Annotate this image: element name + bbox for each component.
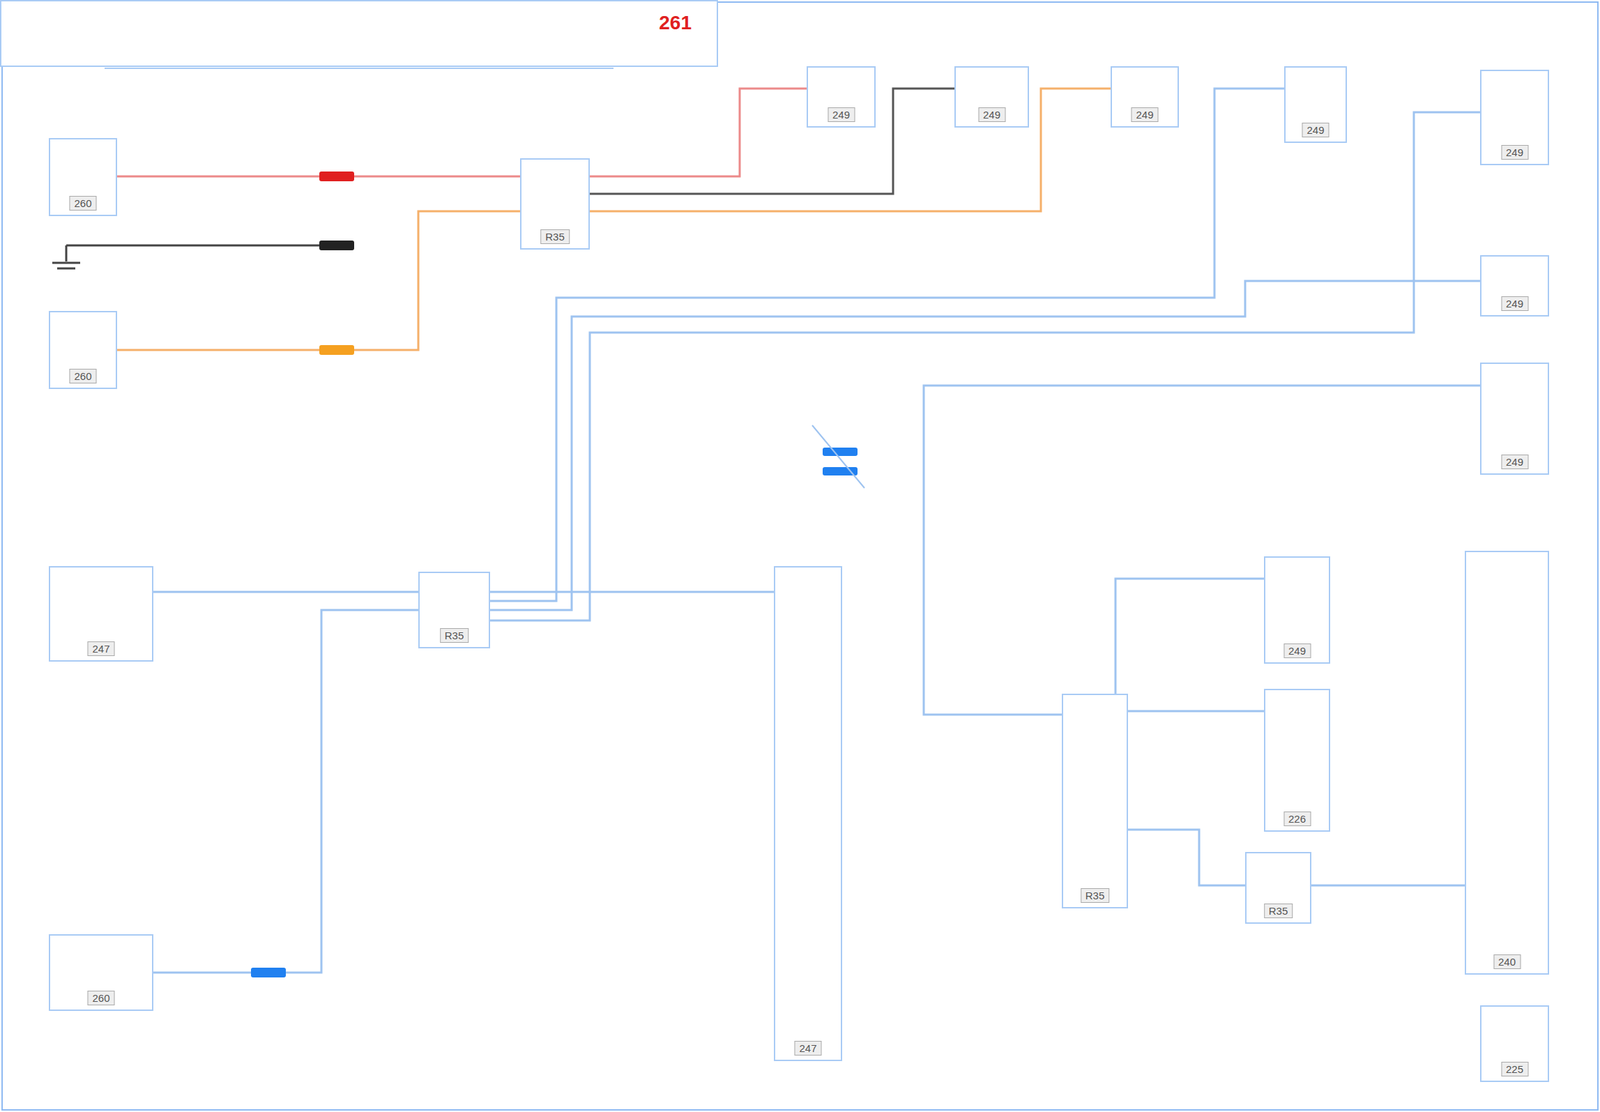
component-box: R35 [1245,851,1312,924]
component-box: 249 [1110,66,1179,128]
component-box: 260 [48,138,118,217]
wire [589,88,807,177]
component-code: 249 [827,107,855,123]
wire [117,175,521,178]
component-code: 249 [1501,296,1529,311]
component-box: R35 [418,571,491,649]
title-block: 261 [0,0,719,67]
component-box: 260 [48,934,154,1011]
wire [1311,884,1465,887]
component-code: R35 [1263,903,1294,919]
wire [490,88,1285,601]
wire [153,591,419,594]
component-code: 260 [87,990,115,1006]
wire [1115,578,1264,694]
component-code: 225 [1501,1061,1529,1077]
wire [589,88,955,194]
component-box: 247 [48,566,154,662]
component-code: 249 [1301,122,1329,138]
component-code: R35 [439,628,470,643]
wire [490,280,1481,611]
component-code: R35 [1080,888,1110,903]
component-code: 249 [978,107,1006,123]
fuse-symbol [250,967,286,978]
wire [1128,829,1246,886]
ground-symbol [65,245,68,262]
component-code: 249 [1501,454,1529,470]
fuse-symbol [319,240,355,251]
component-box: 225 [1480,1005,1550,1083]
component-box: 226 [1263,688,1331,832]
wire [153,610,419,973]
ground-wire [66,244,337,247]
component-box: R35 [1061,693,1129,909]
wire [490,591,774,594]
component-box: 260 [48,310,118,390]
component-code: 260 [69,195,97,211]
component-box: 247 [773,566,843,1062]
component-box: 249 [1480,255,1550,317]
wire [589,88,1111,212]
splice-icon [812,425,865,489]
component-code: 240 [1493,954,1521,970]
component-code: 226 [1283,811,1311,827]
wire [923,385,1481,715]
ground-symbol [57,267,76,270]
component-box: 249 [1480,362,1550,475]
fuse-symbol [319,345,355,355]
component-code: 260 [69,368,97,384]
ground-symbol [52,262,81,265]
component-box: 249 [1263,556,1331,664]
component-box: 249 [954,66,1030,128]
component-box: 240 [1464,550,1550,975]
wire [117,211,521,350]
component-box: 249 [806,66,876,128]
title-rule [104,67,614,70]
component-code: R35 [540,229,570,245]
component-box: 249 [1480,69,1550,166]
wire [490,112,1481,621]
component-code: 249 [1501,145,1529,160]
component-box: 249 [1284,66,1347,143]
component-code: 249 [1283,643,1311,659]
component-box: R35 [520,158,590,250]
diagram-number: 261 [654,11,696,35]
component-code: 247 [87,641,115,657]
wire [1128,710,1264,713]
component-code: 247 [794,1040,822,1056]
fuse-symbol [319,171,355,182]
component-code: 249 [1130,107,1158,123]
